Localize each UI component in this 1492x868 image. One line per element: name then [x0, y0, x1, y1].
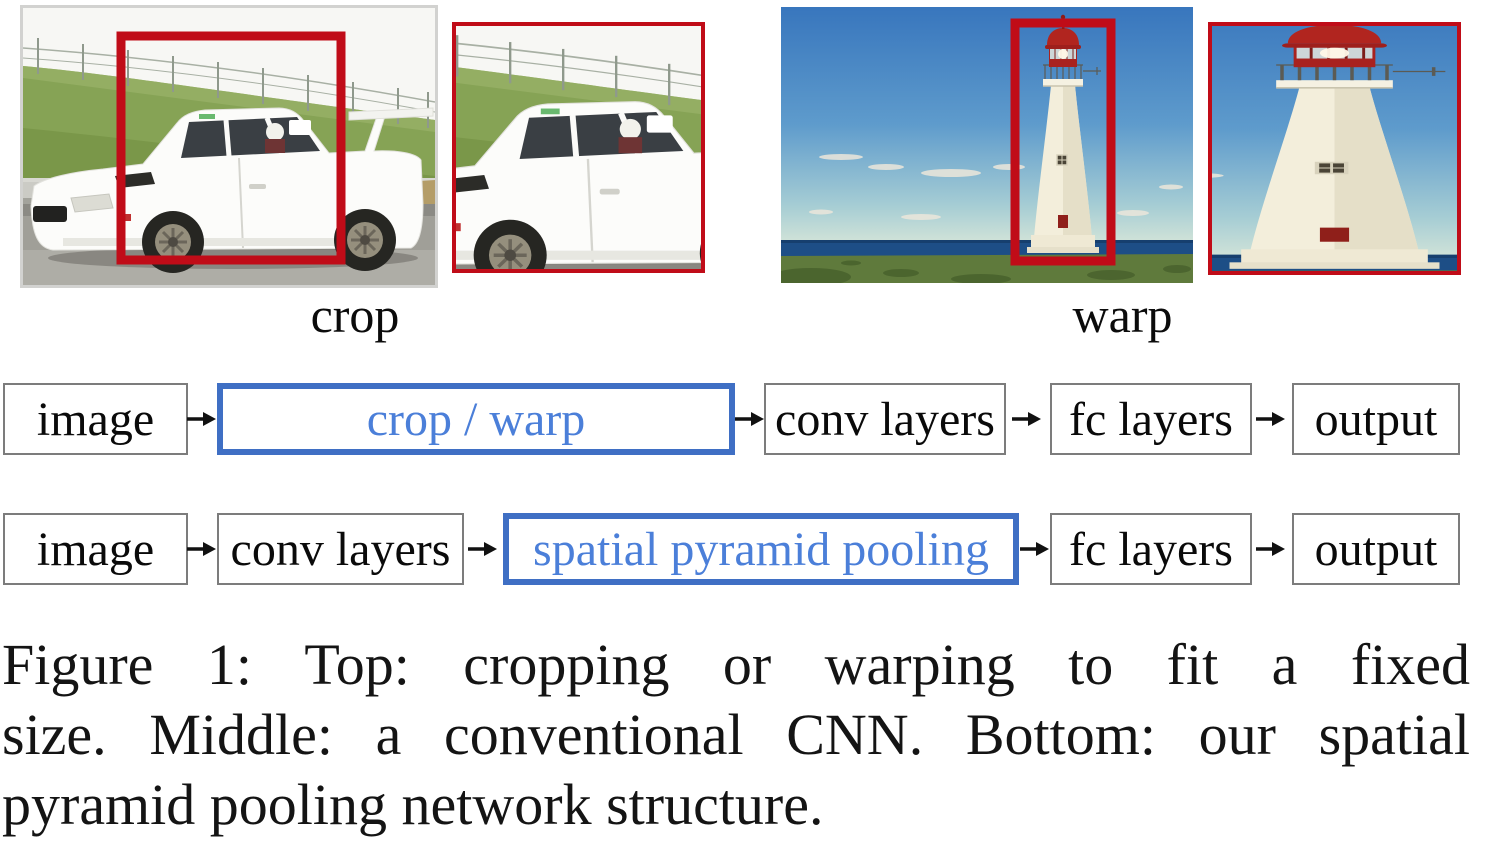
caption-line-2: size. Middle: a conventional CNN. Bottom… — [2, 702, 1470, 767]
right-arrow-icon — [1020, 542, 1049, 556]
right-arrow-icon — [1256, 412, 1285, 426]
crop-caption: crop — [310, 287, 400, 343]
right-arrow-icon — [1256, 542, 1285, 556]
flow-node-image: image — [3, 513, 188, 585]
right-arrow-icon — [1012, 412, 1041, 426]
flow-node-image: image — [3, 383, 188, 455]
lighthouse-source-photo — [781, 7, 1193, 283]
flow-node-fc-layers: fc layers — [1050, 383, 1252, 455]
flow-node-fc-layers: fc layers — [1050, 513, 1252, 585]
flow-node-crop-warp: crop / warp — [217, 383, 735, 455]
right-arrow-icon — [468, 542, 497, 556]
car-cropped-photo — [452, 22, 705, 273]
lighthouse-warped-photo — [1208, 22, 1461, 275]
flow-node-output: output — [1292, 383, 1460, 455]
caption-line-3: pyramid pooling network structure. — [2, 772, 824, 837]
right-arrow-icon — [735, 412, 764, 426]
flow-node-conv-layers: conv layers — [217, 513, 464, 585]
warp-caption: warp — [1072, 287, 1173, 343]
flow-node-conv-layers: conv layers — [764, 383, 1006, 455]
crop-region-box — [116, 31, 346, 265]
flow-spp-network: image conv layers spatial pyramid poolin… — [0, 513, 1492, 587]
flow-node-output: output — [1292, 513, 1460, 585]
right-arrow-icon — [187, 412, 216, 426]
car-source-photo — [20, 5, 438, 288]
warp-region-box — [1010, 18, 1116, 266]
flow-node-spatial-pyramid-pooling: spatial pyramid pooling — [503, 513, 1019, 585]
caption-line-1: Figure 1: Top: cropping or warping to fi… — [2, 632, 1470, 697]
flow-conventional-cnn: image crop / warp conv layers fc layers … — [0, 383, 1492, 457]
figure-caption: Figure 1: Top: cropping or warping to fi… — [2, 630, 1470, 840]
right-arrow-icon — [187, 542, 216, 556]
